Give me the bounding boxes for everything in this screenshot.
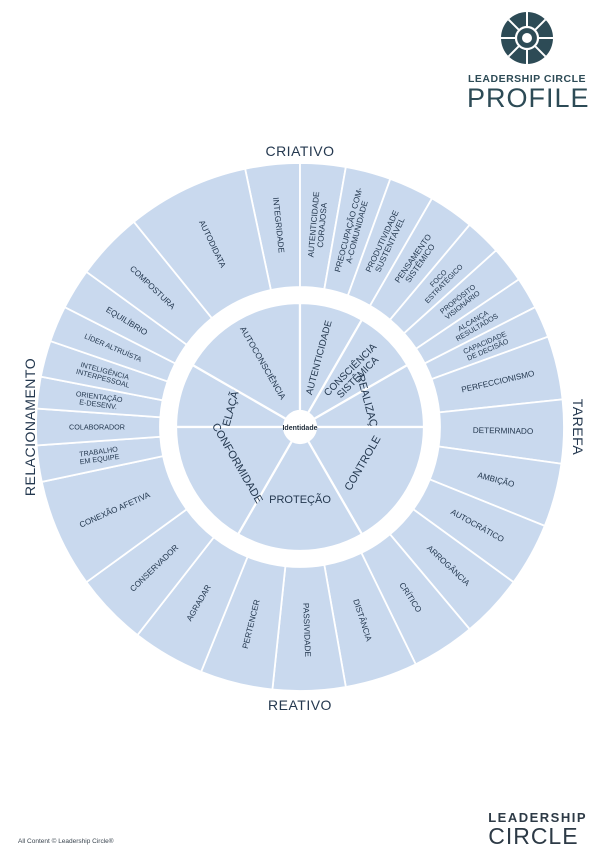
center-circle xyxy=(284,411,316,443)
axis-label-bottom: REATIVO xyxy=(268,697,332,713)
center-hub: Identidade xyxy=(282,411,318,443)
wheel-logo-icon xyxy=(501,12,553,64)
logo-profile-text: PROFILE xyxy=(467,83,590,113)
competency-passividade-label: PASSIVIDADE xyxy=(301,603,312,658)
logo-bottom-line1: LEADERSHIP xyxy=(488,810,587,825)
copyright-notice: All Content © Leadership Circle® xyxy=(18,838,114,845)
axis-label-top: CRIATIVO xyxy=(265,143,334,159)
axis-labels: CRIATIVO REATIVO RELACIONAMENTO TAREFA xyxy=(22,143,586,713)
competency-autenticidade-corajosa-label: AUTENTICIDADECORAJOSA xyxy=(306,191,329,259)
logo-leadership-circle-text: LEADERSHIP CIRCLE xyxy=(468,73,586,85)
dimension-protecao-label: PROTEÇÃO xyxy=(269,493,331,506)
axis-label-right: TAREFA xyxy=(570,399,586,456)
competency-determinado-label: DETERMINADO xyxy=(473,426,534,436)
center-label: Identidade xyxy=(282,425,317,432)
competency-colaborador-label: COLABORADOR xyxy=(69,423,125,432)
logo-bottom-line2: CIRCLE xyxy=(488,823,579,849)
leadership-circle-logo: LEADERSHIP CIRCLE xyxy=(488,810,587,849)
competency-autodidata-segment xyxy=(132,167,272,320)
leadership-circle-profile-logo: LEADERSHIP CIRCLE PROFILE xyxy=(467,10,590,113)
axis-label-left: RELACIONAMENTO xyxy=(22,358,38,496)
